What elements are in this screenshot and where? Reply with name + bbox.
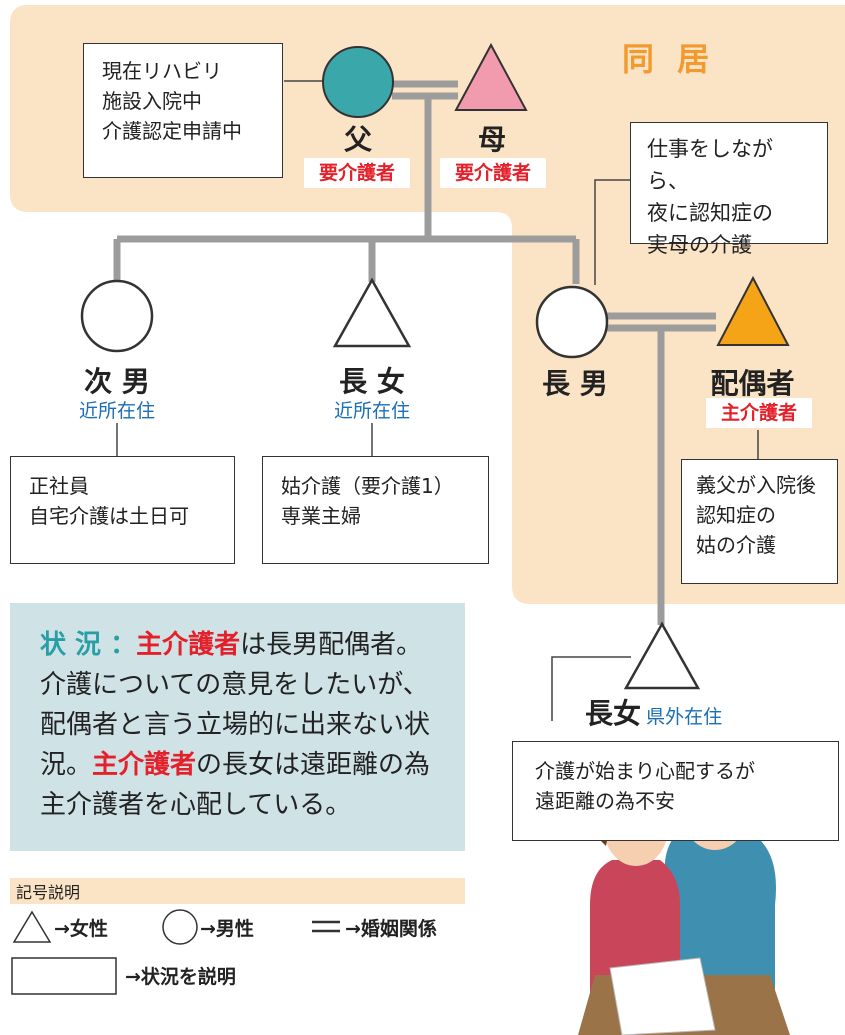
mother-tag: 要介護者 — [440, 158, 546, 188]
legend-marriage: →婚姻関係 — [345, 918, 437, 940]
second-son-name: 次 男 — [84, 365, 150, 398]
eldest-daughter-residence: 近所在住 — [333, 400, 410, 422]
eldest-daughter-symbol — [332, 277, 412, 348]
spouse-symbol — [716, 275, 790, 346]
father-tag: 要介護者 — [304, 158, 410, 188]
eldest-daughter-note: 姑介護（要介護1） 専業主婦 — [262, 456, 489, 564]
second-son-residence: 近所在住 — [78, 400, 155, 422]
eldest-son-name: 長 男 — [542, 367, 608, 400]
legend-title: 記号説明 — [16, 883, 81, 902]
legend-female: →女性 — [54, 918, 108, 940]
second-son-symbol — [80, 279, 154, 353]
legend-male: →男性 — [200, 918, 254, 940]
legend-circle-icon — [162, 909, 198, 945]
eldest-daughter-name: 長 女 — [339, 365, 405, 398]
second-son-note: 正社員 自宅介護は土日可 — [10, 456, 235, 564]
eldest-son-note: 仕事をしながら、 夜に認知症の 実母の介護 — [630, 122, 828, 257]
eldest-son-symbol — [535, 285, 609, 359]
granddaughter-note: 介護が始まり心配するが 遠距離の為不安 — [512, 741, 839, 841]
mother-name: 母 — [477, 123, 506, 156]
father-symbol — [322, 46, 394, 118]
situation-key-1: 主介護者 — [136, 630, 241, 660]
legend-box-icon — [11, 957, 117, 995]
situation-label: 状 況 ： — [40, 630, 137, 660]
granddaughter-label: 長女 県外在住 — [585, 692, 722, 732]
situation-text-2: の長女は遠距離の為主介護者を心配している。 — [40, 750, 431, 820]
spouse-name: 配偶者 — [710, 367, 795, 400]
father-note: 現在リハビリ 施設入院中 介護認定申請中 — [83, 43, 283, 178]
mother-symbol — [454, 42, 528, 111]
spouse-note: 義父が入院後 認知症の 姑の介護 — [681, 459, 838, 584]
legend-title-bg — [10, 878, 465, 904]
situation-text-1: は長男配偶者。介護についての意見をしたいが、配偶者と言う立場的に出来ない状況。 — [40, 630, 431, 780]
father-name: 父 — [343, 123, 372, 156]
granddaughter-residence: 県外在住 — [646, 706, 723, 728]
situation-key-2: 主介護者 — [92, 750, 197, 780]
spouse-tag: 主介護者 — [706, 398, 812, 428]
granddaughter-symbol — [623, 621, 701, 690]
granddaughter-name: 長女 — [585, 697, 642, 730]
situation-panel: 状 況 ：主介護者は長男配偶者。介護についての意見をしたいが、配偶者と言う立場的… — [10, 603, 465, 851]
legend-box: →状況を説明 — [125, 966, 236, 988]
cohabit-label: 同 居 — [622, 40, 716, 78]
legend-triangle-icon — [12, 910, 52, 943]
